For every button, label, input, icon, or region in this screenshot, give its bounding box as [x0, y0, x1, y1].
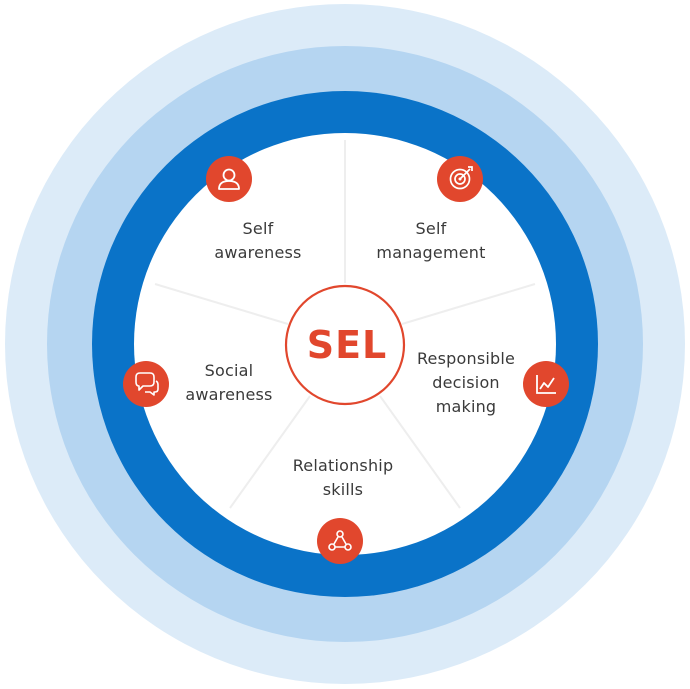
sel-center-label: SEL: [306, 323, 388, 367]
segment-dividers: [154, 140, 536, 509]
label-responsible-decision-making: Responsible decision making: [416, 349, 516, 416]
label-relationship-skills: Relationship skills: [292, 456, 394, 499]
sel-center-circle: [284, 284, 406, 406]
person-icon: [206, 156, 252, 202]
divider-bottom-right: [379, 395, 461, 509]
line-chart-icon: [523, 361, 569, 407]
label-self-management: Self management: [376, 219, 486, 262]
divider-left: [154, 283, 289, 325]
network-people-icon: [317, 518, 363, 564]
label-social-awareness: Social awareness: [185, 361, 273, 404]
label-self-awareness: Self awareness: [214, 219, 302, 262]
divider-bottom-left: [229, 395, 311, 509]
target-icon: [437, 156, 483, 202]
chat-bubbles-icon: [123, 361, 169, 407]
divider-right: [401, 283, 536, 325]
